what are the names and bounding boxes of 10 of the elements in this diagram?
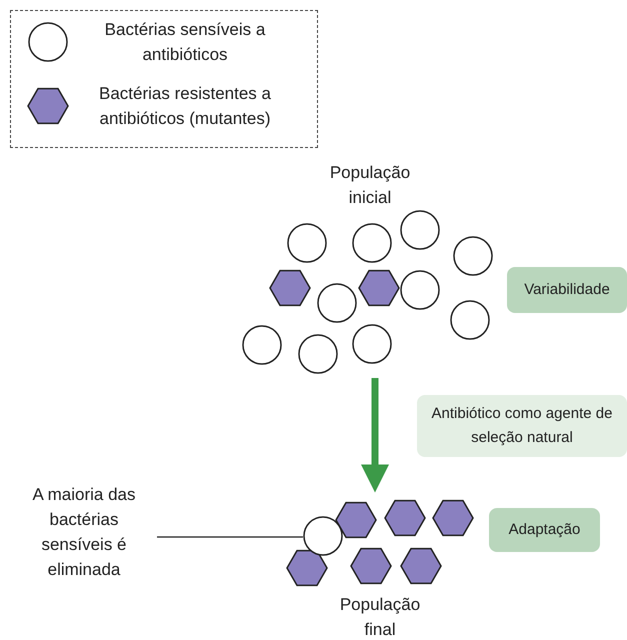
population-label: População inicial: [328, 162, 412, 209]
annotation-text: A maioria das bactérias sensíveis é eliminada: [18, 480, 150, 584]
population-label: População final: [338, 594, 422, 640]
concept-label: Variabilidade: [507, 267, 627, 313]
concept-label: Adaptação: [489, 508, 600, 552]
legend-text: Bactérias sensíveis a antibióticos: [104, 19, 266, 66]
leader-line: [157, 536, 303, 538]
concept-label: Antibiótico como agente de seleção natural: [417, 395, 627, 457]
legend-text: Bactérias resistentes a antibióticos (mutantes): [98, 83, 272, 130]
arrow: [361, 378, 389, 492]
